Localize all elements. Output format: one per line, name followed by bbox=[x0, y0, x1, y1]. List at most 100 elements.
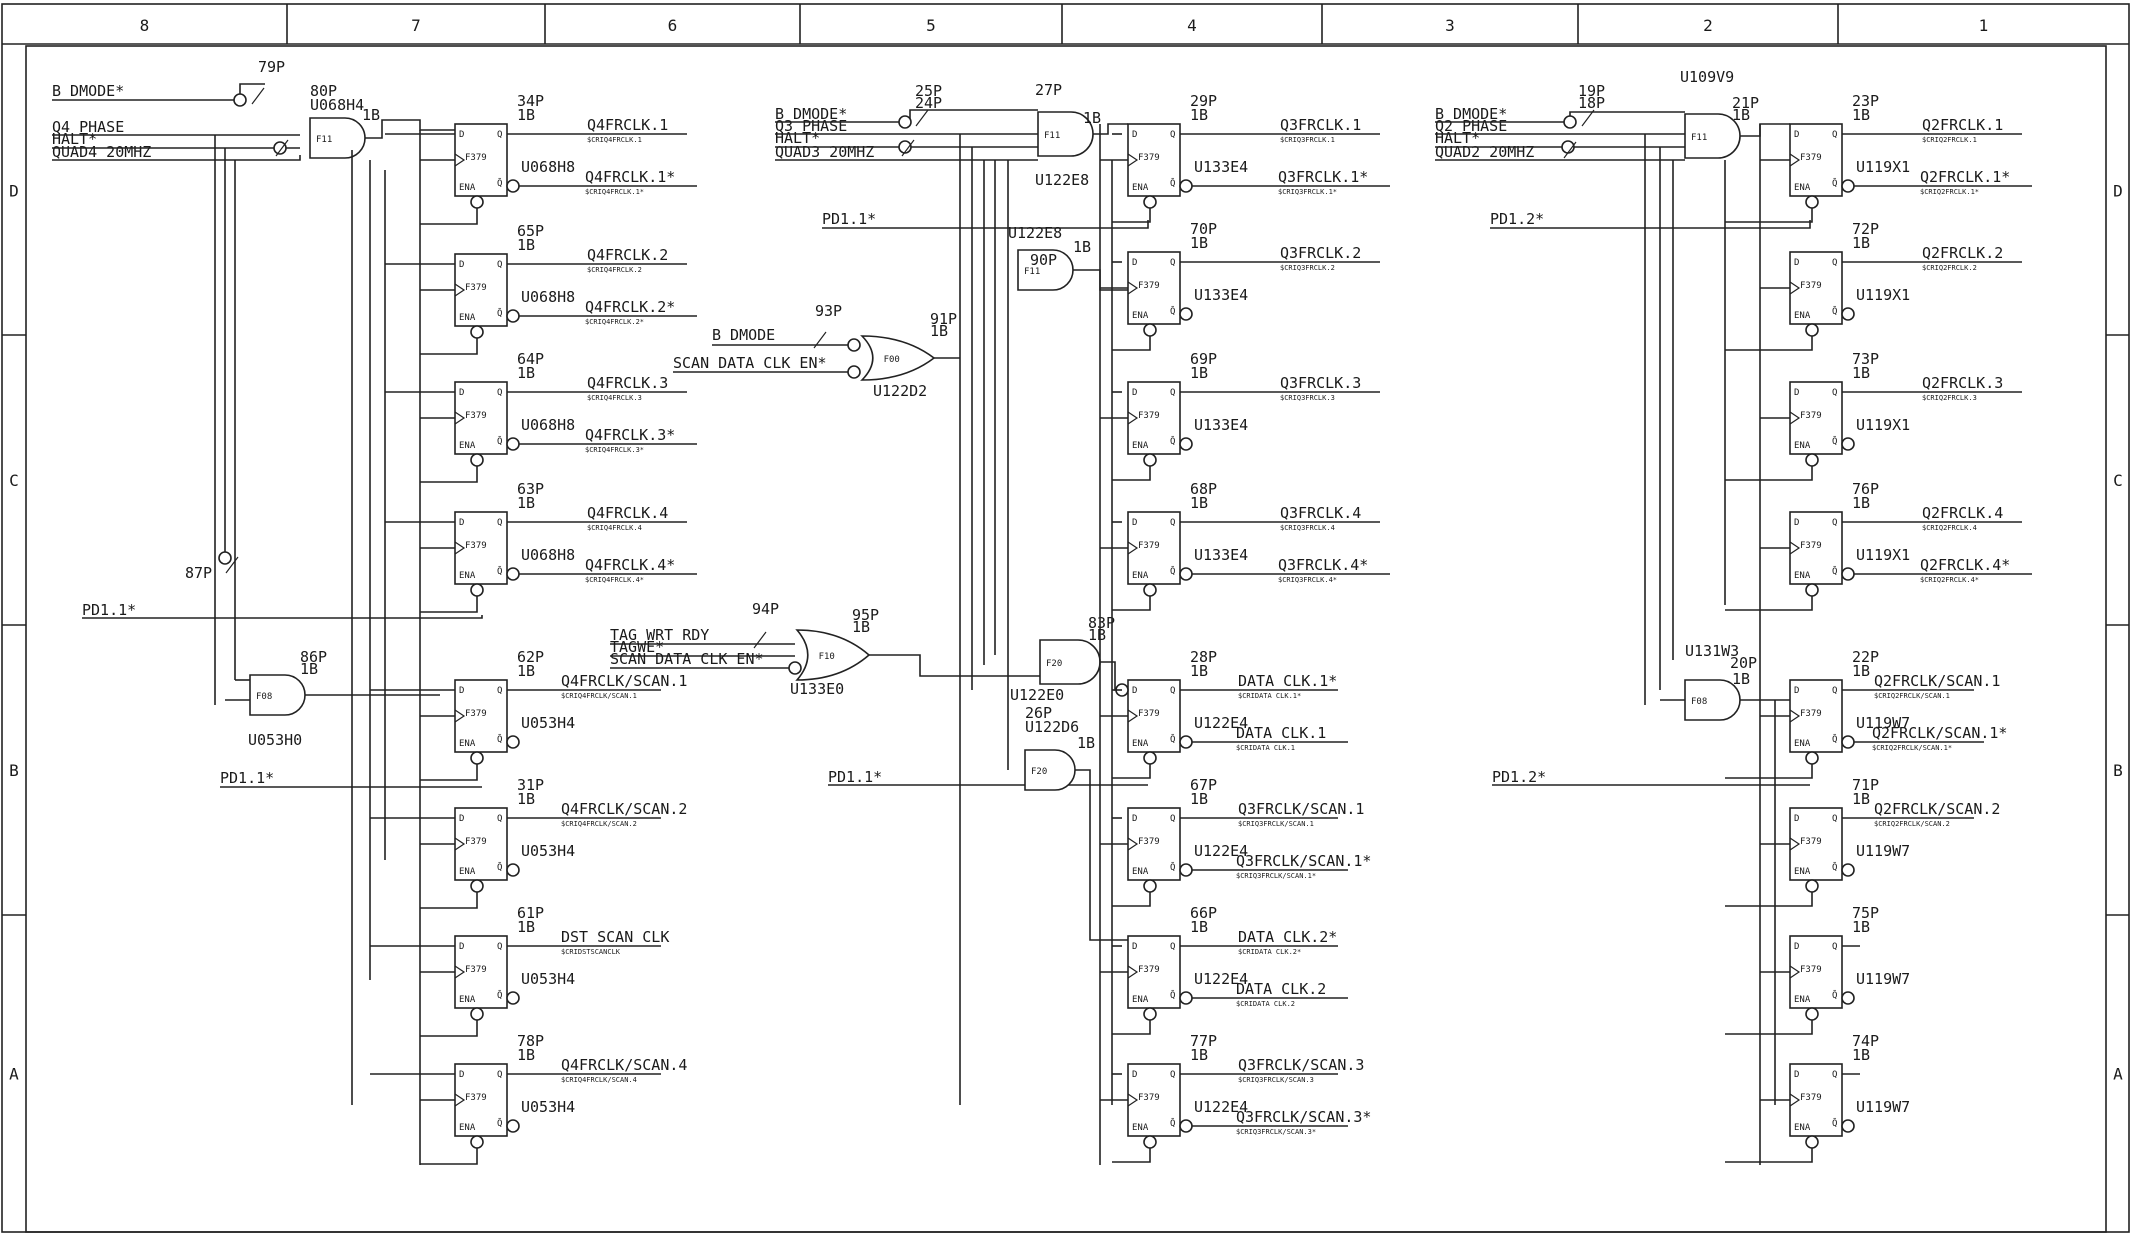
pin-d-label: D bbox=[1794, 814, 1799, 824]
or2-output-wire bbox=[869, 654, 1040, 677]
pin-qn-label: Q̄ bbox=[1832, 989, 1837, 1001]
zone-label-top: 6 bbox=[668, 16, 678, 35]
qn-output-signal: Q4FRCLK.3* bbox=[585, 426, 675, 444]
pin-q-label: Q bbox=[497, 686, 502, 696]
register-pin-label: 1B bbox=[1852, 234, 1870, 252]
power-down-signal: PD1.1* bbox=[220, 769, 274, 787]
register-ref-label: 61P bbox=[517, 904, 544, 922]
qn-output-scope-label: $CRIQ3FRCLK/SCAN.3* bbox=[1236, 1128, 1316, 1136]
enable-feed bbox=[420, 1020, 478, 1037]
connector-18p-label: 18P bbox=[1578, 94, 1605, 112]
zone-label-left: C bbox=[9, 471, 19, 490]
qn-output-bubble bbox=[1841, 567, 1855, 581]
enable-bubble bbox=[1805, 879, 1819, 893]
pin-d-label: D bbox=[459, 1070, 464, 1080]
power-down-signal: PD1.2* bbox=[1492, 768, 1546, 786]
register-pin-label: 1B bbox=[517, 236, 535, 254]
clock-input-marker bbox=[1789, 837, 1801, 851]
register-type-label: F379 bbox=[1138, 153, 1160, 163]
enable-bubble bbox=[1805, 1007, 1819, 1021]
pin-qn-label: Q̄ bbox=[1170, 733, 1175, 745]
clock-input-marker bbox=[1127, 281, 1139, 295]
pin-qn-label: Q̄ bbox=[497, 733, 502, 745]
register-type-label: F379 bbox=[1138, 965, 1160, 975]
enable-feed bbox=[1112, 764, 1151, 779]
qn-output-scope-label: $CRIDATA CLK.1 bbox=[1236, 744, 1295, 752]
enable-label: ENA bbox=[1794, 995, 1811, 1005]
clock-input-marker bbox=[1127, 153, 1139, 167]
clock-input-marker bbox=[454, 153, 466, 167]
gate-pin-label: 1B bbox=[1732, 670, 1750, 688]
enable-label: ENA bbox=[1794, 867, 1811, 877]
clock-input-marker bbox=[1789, 541, 1801, 555]
pin-q-label: Q bbox=[497, 260, 502, 270]
register-ref-label: 65P bbox=[517, 222, 544, 240]
enable-label: ENA bbox=[1794, 183, 1811, 193]
register-pin-label: 1B bbox=[1190, 662, 1208, 680]
qn-output-bubble bbox=[1179, 863, 1193, 877]
zone-label-right: D bbox=[2113, 182, 2123, 201]
register-type-label: F379 bbox=[465, 283, 487, 293]
enable-bubble bbox=[1805, 583, 1819, 597]
register-type-label: F379 bbox=[465, 153, 487, 163]
gate-chip-label: U133E0 bbox=[790, 680, 844, 698]
enable-feed bbox=[1725, 1148, 1813, 1163]
register-ref-label: 68P bbox=[1190, 480, 1217, 498]
clock-input-marker bbox=[454, 283, 466, 297]
qn-output-signal: Q3FRCLK.1* bbox=[1278, 168, 1368, 186]
qn-output-signal: Q3FRCLK.4* bbox=[1278, 556, 1368, 574]
qn-output-bubble bbox=[506, 437, 520, 451]
gate-ref-label: 27P bbox=[1035, 81, 1062, 99]
pin-q-label: Q bbox=[1832, 686, 1837, 696]
gate-chip-label: U053H0 bbox=[248, 731, 302, 749]
enable-label: ENA bbox=[1132, 867, 1149, 877]
pin-q-label: Q bbox=[1170, 518, 1175, 528]
q-output-scope-label: $CRIQ3FRCLK.1 bbox=[1280, 136, 1335, 144]
zone-label-left: A bbox=[9, 1065, 19, 1084]
q-output-scope-label: $CRIQ2FRCLK.3 bbox=[1922, 394, 1977, 402]
clock-input-marker bbox=[454, 1093, 466, 1107]
enable-feed bbox=[1725, 336, 1813, 351]
gate-type-label: F11 bbox=[1044, 131, 1060, 141]
qn-output-bubble bbox=[1841, 991, 1855, 1005]
pin-qn-label: Q̄ bbox=[1832, 861, 1837, 873]
clock-input-marker bbox=[1127, 837, 1139, 851]
q-output-scope-label: $CRIQ2FRCLK.1 bbox=[1922, 136, 1977, 144]
register-ref-label: 76P bbox=[1852, 480, 1879, 498]
connector-19p-label: 19P bbox=[1578, 82, 1605, 100]
enable-label: ENA bbox=[1794, 441, 1811, 451]
qn-output-signal: Q2FRCLK/SCAN.1* bbox=[1872, 724, 2007, 742]
pin-q-label: Q bbox=[1170, 1070, 1175, 1080]
pin-d-label: D bbox=[1794, 686, 1799, 696]
gate-ref-label: 21P bbox=[1732, 94, 1759, 112]
q-output-signal: Q2FRCLK.4 bbox=[1922, 504, 2003, 522]
clock-input-marker bbox=[454, 965, 466, 979]
enable-bubble bbox=[470, 751, 484, 765]
register-type-label: F379 bbox=[465, 541, 487, 551]
pin-q-label: Q bbox=[497, 814, 502, 824]
zone-label-top: 8 bbox=[140, 16, 150, 35]
q-output-scope-label: $CRIQ4FRCLK.2 bbox=[587, 266, 642, 274]
register-chip-label: U119W7 bbox=[1856, 970, 1910, 988]
register-ref-label: 73P bbox=[1852, 350, 1879, 368]
register-type-label: F379 bbox=[1138, 709, 1160, 719]
pin-q-label: Q bbox=[1832, 942, 1837, 952]
clock-input-marker bbox=[1789, 281, 1801, 295]
qn-output-signal: Q3FRCLK/SCAN.1* bbox=[1236, 852, 1371, 870]
register-chip-label: U119W7 bbox=[1856, 842, 1910, 860]
gate-type-label: F20 bbox=[1031, 767, 1047, 777]
qn-output-scope-label: $CRIQ4FRCLK.4* bbox=[585, 576, 644, 584]
qn-output-bubble bbox=[506, 863, 520, 877]
pin-qn-label: Q̄ bbox=[497, 565, 502, 577]
enable-feed bbox=[420, 338, 478, 355]
enable-bubble bbox=[1143, 879, 1157, 893]
clock-input-marker bbox=[454, 709, 466, 723]
register-type-label: F379 bbox=[1138, 541, 1160, 551]
q-output-signal: DST SCAN CLK bbox=[561, 928, 669, 946]
pin-qn-label: Q̄ bbox=[1170, 435, 1175, 447]
register-pin-label: 1B bbox=[1852, 790, 1870, 808]
connector-79p-label: 79P bbox=[258, 58, 285, 76]
pin-q-label: Q bbox=[1170, 388, 1175, 398]
q-output-scope-label: $CRIDSTSCANCLK bbox=[561, 948, 621, 956]
